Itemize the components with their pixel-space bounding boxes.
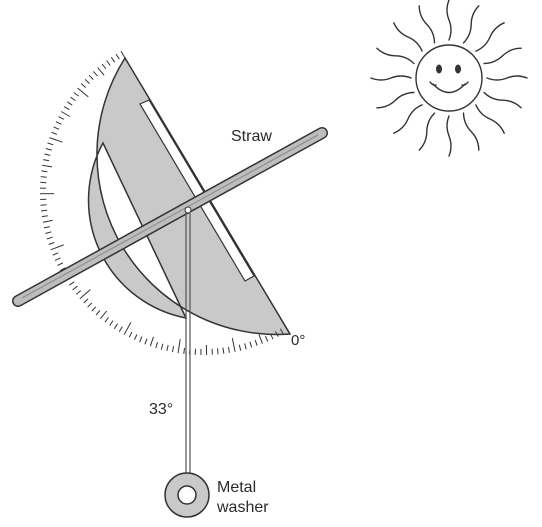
sun-ray xyxy=(487,76,527,80)
scale-tick xyxy=(107,61,111,66)
washer-label-line2: washer xyxy=(216,499,269,516)
scale-tick xyxy=(134,334,137,339)
scale-tick xyxy=(93,71,97,76)
scale-tick xyxy=(53,253,59,255)
scale-tick xyxy=(42,216,48,217)
protractor xyxy=(40,51,290,355)
sun-ray xyxy=(447,0,451,40)
sun-ray xyxy=(484,93,521,108)
scale-tick xyxy=(178,339,180,353)
scale-tick xyxy=(239,345,240,351)
scale-tick xyxy=(42,165,52,167)
washer-label-line1: Metal xyxy=(217,479,256,496)
scale-tick xyxy=(44,227,50,228)
scale-tick xyxy=(58,263,63,266)
scale-tick xyxy=(250,342,252,348)
scale-tick xyxy=(54,127,60,129)
scale-tick xyxy=(167,345,168,351)
sun-ray xyxy=(371,76,411,80)
scale-tick xyxy=(110,321,113,326)
scale-tick xyxy=(56,122,62,125)
scale-tick xyxy=(73,286,78,290)
sun-ray xyxy=(419,6,434,43)
scale-tick xyxy=(184,348,185,354)
scale-tick xyxy=(102,64,106,69)
zero-degree-label: 0° xyxy=(291,332,305,349)
scale-tick xyxy=(43,160,49,161)
scale-tick xyxy=(265,336,267,342)
scale-tick xyxy=(116,54,119,59)
scale-tick xyxy=(255,340,257,346)
scale-tick xyxy=(49,243,55,245)
scale-tick xyxy=(92,307,96,311)
sun-ray xyxy=(419,113,434,150)
scale-tick xyxy=(76,291,81,295)
scale-tick xyxy=(124,322,131,334)
scale-tick xyxy=(140,337,142,343)
scale-tick xyxy=(41,210,47,211)
sun-ray xyxy=(464,6,479,43)
scale-tick xyxy=(111,57,114,62)
scale-tick xyxy=(98,68,105,76)
angle-label: 33° xyxy=(149,401,173,418)
sun-ray xyxy=(394,105,422,133)
scale-tick xyxy=(245,343,247,349)
smiling-sun-icon xyxy=(371,0,527,156)
scale-tick xyxy=(105,317,109,322)
scale-tick xyxy=(69,282,74,285)
scale-tick xyxy=(78,88,89,97)
sun-ray xyxy=(476,105,504,133)
scale-tick xyxy=(114,324,117,329)
scale-tick xyxy=(74,93,79,97)
scale-tick xyxy=(119,327,122,332)
scale-tick xyxy=(49,138,62,143)
scale-tick xyxy=(55,258,61,261)
scale-tick xyxy=(61,112,70,117)
sun-ray xyxy=(394,23,422,51)
metal-washer xyxy=(165,473,209,517)
scale-tick xyxy=(161,344,163,350)
scale-tick xyxy=(80,290,91,299)
scale-tick xyxy=(46,149,52,151)
scale-tick xyxy=(218,348,219,354)
scale-tick xyxy=(145,339,147,345)
scale-tick xyxy=(48,143,54,145)
scale-tick xyxy=(84,299,88,303)
sun-ray xyxy=(447,116,451,156)
straw-label: Straw xyxy=(231,128,272,145)
protractor-body xyxy=(89,58,290,334)
scale-tick xyxy=(45,154,51,155)
scale-tick xyxy=(150,337,153,346)
scale-tick xyxy=(129,332,132,337)
scale-tick xyxy=(88,303,92,307)
sun-ray xyxy=(484,48,521,63)
scale-tick xyxy=(51,132,57,134)
scale-tick xyxy=(67,102,72,105)
scale-tick xyxy=(156,342,158,348)
scale-tick xyxy=(41,177,47,178)
scale-tick xyxy=(41,171,47,172)
sun-ray xyxy=(476,23,504,51)
scale-tick xyxy=(96,311,100,316)
scale-tick xyxy=(59,117,64,120)
scale-tick xyxy=(172,346,173,352)
scale-tick xyxy=(81,84,86,88)
scale-tick xyxy=(223,348,224,354)
scale-tick xyxy=(232,338,235,352)
scale-tick xyxy=(259,334,263,343)
scale-tick xyxy=(47,237,53,239)
scale-tick xyxy=(229,347,230,353)
scale-tick xyxy=(45,232,51,234)
scale-tick xyxy=(100,311,106,319)
scale-tick xyxy=(89,75,93,79)
scale-tick xyxy=(51,245,64,250)
scale-tick xyxy=(43,220,53,222)
sun-ray xyxy=(377,48,414,63)
sun-ray xyxy=(377,93,414,108)
sun-ray xyxy=(464,113,479,150)
scale-tick xyxy=(64,107,69,110)
scale-tick xyxy=(85,79,89,83)
scale-tick xyxy=(71,97,76,101)
